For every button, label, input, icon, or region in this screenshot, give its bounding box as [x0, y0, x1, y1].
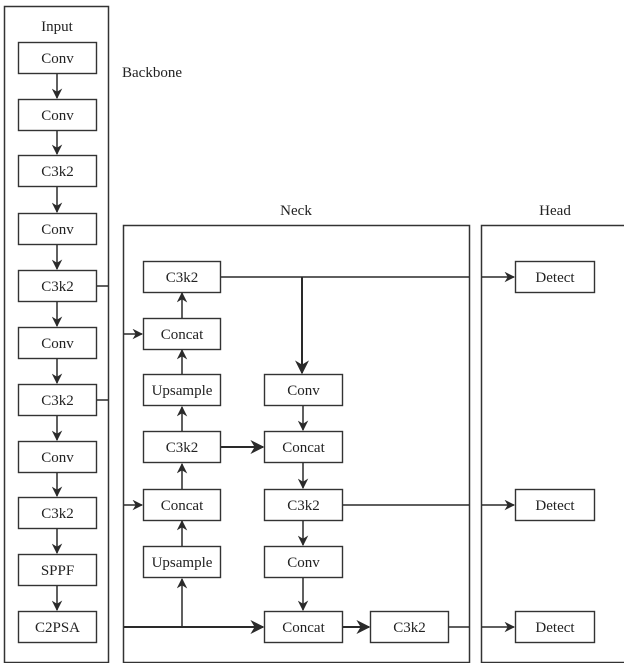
block-label: Conv — [41, 450, 74, 466]
neck-upsample-1[interactable]: Upsample — [142, 373, 222, 407]
block-label: Conv — [287, 383, 320, 399]
head-detect-1[interactable]: Detect — [514, 260, 596, 294]
block-label: Detect — [535, 498, 575, 514]
backbone-title: Backbone — [122, 65, 182, 81]
block-label: C3k2 — [166, 270, 199, 286]
block-label: Concat — [161, 498, 204, 514]
head-blocks: Detect Detect Detect — [514, 260, 596, 644]
neck-concat-2[interactable]: Concat — [142, 488, 222, 522]
backbone-arrows — [51, 73, 108, 612]
block-conv-1[interactable]: Conv — [17, 41, 98, 75]
neck-arrows — [124, 271, 516, 634]
block-c2psa[interactable]: C2PSA — [17, 610, 98, 644]
backbone-blocks: Conv Conv C3k2 Conv C3k2 Conv C3k2 Conv … — [17, 41, 98, 644]
neck-left-blocks: C3k2 Concat Upsample C3k2 Concat Upsampl… — [142, 260, 222, 579]
block-sppf[interactable]: SPPF — [17, 553, 98, 587]
block-label: Detect — [535, 620, 575, 636]
block-label: C3k2 — [166, 440, 199, 456]
neck-conv-right-low[interactable]: Conv — [263, 545, 344, 579]
block-label: C3k2 — [287, 498, 320, 514]
block-label: Detect — [535, 270, 575, 286]
block-label: Concat — [282, 620, 325, 636]
block-label: Conv — [41, 336, 74, 352]
block-label: Concat — [161, 327, 204, 343]
neck-title: Neck — [280, 203, 312, 219]
neck-c3k2-right-mid[interactable]: C3k2 — [263, 488, 344, 522]
head-title: Head — [539, 203, 571, 219]
neck-c3k2-mid[interactable]: C3k2 — [142, 430, 222, 464]
neck-concat-right-mid[interactable]: Concat — [263, 430, 344, 464]
neck-concat-right-bottom[interactable]: Concat — [263, 610, 344, 644]
block-label: C3k2 — [41, 506, 74, 522]
block-conv-2[interactable]: Conv — [17, 98, 98, 132]
block-label: C2PSA — [35, 620, 80, 636]
block-c3k2-3[interactable]: C3k2 — [17, 383, 98, 417]
block-label: C3k2 — [41, 164, 74, 180]
neck-c3k2-bottom[interactable]: C3k2 — [369, 610, 450, 644]
block-label: Upsample — [152, 555, 213, 571]
block-label: Conv — [287, 555, 320, 571]
neck-right-blocks: Conv Concat C3k2 Conv Concat C3k2 — [263, 373, 450, 644]
block-label: Conv — [41, 51, 74, 67]
neck-upsample-2[interactable]: Upsample — [142, 545, 222, 579]
block-label: Conv — [41, 222, 74, 238]
neck-conv-right-top[interactable]: Conv — [263, 373, 344, 407]
head-detect-2[interactable]: Detect — [514, 488, 596, 522]
input-label: Input — [41, 19, 73, 35]
block-label: SPPF — [41, 563, 74, 579]
block-conv-4[interactable]: Conv — [17, 326, 98, 360]
head-detect-3[interactable]: Detect — [514, 610, 596, 644]
block-label: Conv — [41, 108, 74, 124]
block-conv-3[interactable]: Conv — [17, 212, 98, 246]
block-c3k2-1[interactable]: C3k2 — [17, 154, 98, 188]
neck-c3k2-top[interactable]: C3k2 — [142, 260, 222, 294]
block-c3k2-2[interactable]: C3k2 — [17, 269, 98, 303]
neck-concat-1[interactable]: Concat — [142, 317, 222, 351]
block-conv-5[interactable]: Conv — [17, 440, 98, 474]
block-label: C3k2 — [41, 279, 74, 295]
block-label: C3k2 — [393, 620, 426, 636]
block-label: Upsample — [152, 383, 213, 399]
block-label: C3k2 — [41, 393, 74, 409]
block-c3k2-4[interactable]: C3k2 — [17, 496, 98, 530]
block-label: Concat — [282, 440, 325, 456]
